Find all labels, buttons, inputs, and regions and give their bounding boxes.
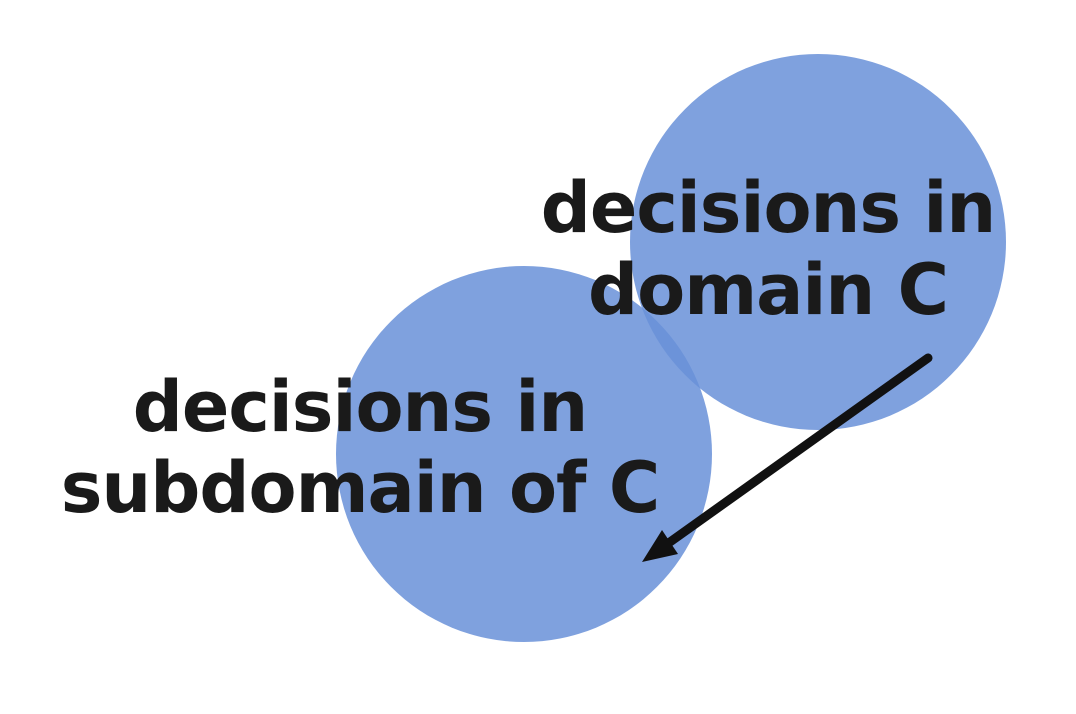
domain-label-line1: decisions in xyxy=(540,167,997,249)
arrow-shaft xyxy=(665,353,933,547)
domain-circle xyxy=(630,54,1006,430)
domain-circle-label: decisions in domain C xyxy=(540,167,997,331)
domain-label-line2: domain C xyxy=(588,249,949,331)
subdomain-circle-label: decisions in subdomain of C xyxy=(60,366,660,529)
subdomain-label-line1: decisions in xyxy=(132,366,589,448)
arrowhead-icon xyxy=(642,530,678,562)
arrow-domain-to-subdomain xyxy=(642,353,933,562)
subdomain-circle xyxy=(336,266,712,642)
subdomain-label-line2: subdomain of C xyxy=(60,447,660,529)
